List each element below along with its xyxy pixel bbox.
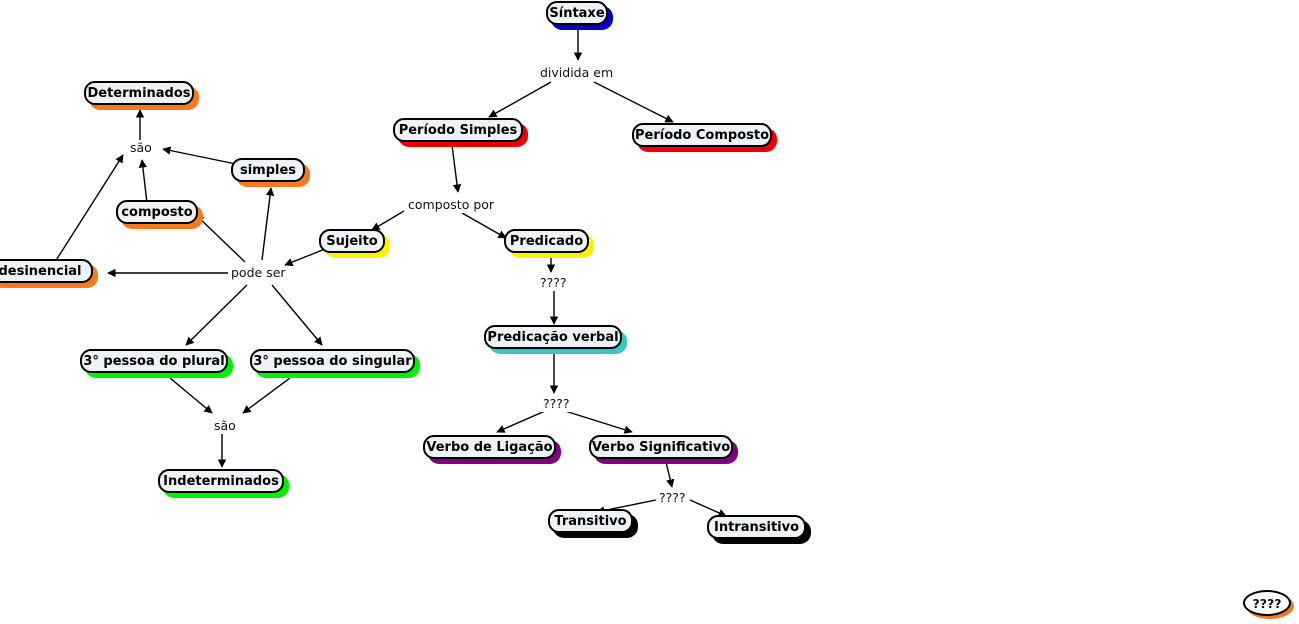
edge-divididaem-periodocomposto bbox=[593, 81, 674, 123]
concept-node-desinencial[interactable]: desinencial bbox=[0, 259, 93, 283]
concept-node-predicado[interactable]: Predicado bbox=[504, 229, 589, 253]
concept-node-periodo-simples[interactable]: Período Simples bbox=[393, 118, 523, 142]
edge-podeser-composto bbox=[195, 214, 246, 263]
edge-podeser-simples bbox=[261, 187, 275, 261]
concept-node-sintaxe[interactable]: Síntaxe bbox=[546, 1, 608, 25]
concept-node-intransitivo[interactable]: Intransitivo bbox=[707, 515, 806, 539]
node-label: Período Composto bbox=[634, 127, 770, 143]
node-label: Indeterminados bbox=[163, 473, 279, 489]
link-label-composto-por[interactable]: composto por bbox=[406, 197, 497, 213]
node-label: Período Simples bbox=[398, 122, 518, 138]
edge-compostopor-predicado bbox=[461, 212, 507, 239]
edge-q2-verboligacao bbox=[496, 410, 546, 433]
edge-q2-verbosignificativo bbox=[564, 410, 633, 434]
node-label: Predicação verbal bbox=[487, 329, 619, 345]
node-label: simples bbox=[239, 162, 297, 178]
edge-periodosimples-compostopor bbox=[451, 144, 462, 193]
edge-pessoasingular-saobottom bbox=[242, 377, 291, 414]
node-label: Sujeito bbox=[326, 233, 378, 249]
concept-node-pessoa-plural[interactable]: 3° pessoa do plural bbox=[80, 349, 228, 373]
link-label-sao-top[interactable]: são bbox=[128, 140, 154, 156]
concept-node-simples[interactable]: simples bbox=[231, 158, 305, 182]
link-label-verbo-question[interactable]: ???? bbox=[657, 490, 688, 506]
concept-node-sujeito[interactable]: Sujeito bbox=[319, 229, 385, 253]
concept-node-verbo-ligacao[interactable]: Verbo de Ligação bbox=[423, 435, 556, 459]
node-label: Intransitivo bbox=[714, 519, 800, 535]
edge-verbosignificativo-q3 bbox=[665, 461, 675, 488]
edge-q3-intransitivo bbox=[689, 499, 727, 517]
node-label: Verbo de Ligação bbox=[426, 439, 553, 455]
edge-podeser-pessoaplural bbox=[185, 284, 248, 346]
concept-node-pessoa-singular[interactable]: 3° pessoa do singular bbox=[250, 349, 415, 373]
node-label: Predicado bbox=[509, 233, 584, 249]
concept-node-transitivo[interactable]: Transitivo bbox=[548, 509, 633, 533]
concept-node-determinados[interactable]: Determinados bbox=[84, 81, 194, 105]
link-label-predicado-question[interactable]: ???? bbox=[538, 275, 569, 291]
node-label: Síntaxe bbox=[549, 5, 605, 21]
node-label: 3° pessoa do plural bbox=[83, 353, 225, 369]
edge-podeser-pessoasingular bbox=[271, 284, 323, 346]
edge-desinencial-saotop bbox=[54, 154, 124, 263]
concept-node-predicacao-verbal[interactable]: Predicação verbal bbox=[484, 325, 622, 349]
node-label: composto bbox=[121, 204, 193, 220]
edge-simples-saotop bbox=[162, 146, 237, 165]
node-label: Determinados bbox=[87, 85, 191, 101]
node-label: Transitivo bbox=[554, 513, 627, 529]
node-label: 3° pessoa do singular bbox=[253, 353, 412, 369]
corner-badge[interactable]: ???? bbox=[1243, 590, 1291, 616]
concept-node-periodo-composto[interactable]: Período Composto bbox=[632, 123, 772, 147]
edge-divididaem-periodosimples bbox=[488, 81, 552, 118]
concept-node-composto[interactable]: composto bbox=[116, 200, 198, 224]
link-label-predicacao-question[interactable]: ???? bbox=[541, 396, 572, 412]
concept-node-verbo-significativo[interactable]: Verbo Significativo bbox=[589, 435, 733, 459]
concept-node-indeterminados[interactable]: Indeterminados bbox=[158, 469, 284, 493]
edge-sujeito-podeser bbox=[284, 248, 326, 267]
edge-compostopor-sujeito bbox=[371, 210, 405, 231]
link-label-sao-bottom[interactable]: são bbox=[212, 418, 238, 434]
node-label: desinencial bbox=[0, 263, 82, 279]
link-label-dividida-em[interactable]: dividida em bbox=[538, 65, 616, 81]
link-label-pode-ser[interactable]: pode ser bbox=[229, 265, 288, 281]
node-label: Verbo Significativo bbox=[591, 439, 731, 455]
edge-pessoaplural-saobottom bbox=[169, 377, 213, 414]
edge-composto-saotop bbox=[138, 159, 148, 204]
